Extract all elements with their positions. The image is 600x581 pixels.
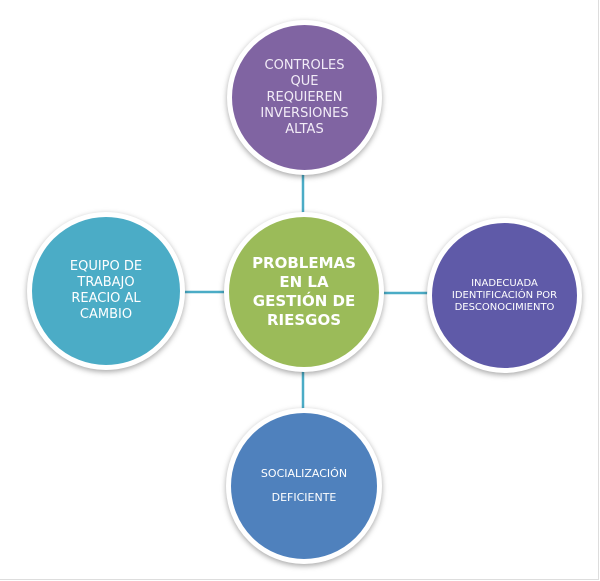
right-label: INADECUADA IDENTIFICACIÓN POR DESCONOCIM… xyxy=(451,277,558,313)
center-label: PROBLEMAS EN LA GESTIÓN DE RIESGOS xyxy=(252,254,356,329)
top-label: CONTROLES QUE REQUIEREN INVERSIONES ALTA… xyxy=(260,57,349,137)
bottom-label: SOCIALIZACIÓN DEFICIENTE xyxy=(260,467,348,504)
bottom-node: SOCIALIZACIÓN DEFICIENTE xyxy=(226,408,382,564)
top-node: CONTROLES QUE REQUIEREN INVERSIONES ALTA… xyxy=(227,20,382,175)
center-node: PROBLEMAS EN LA GESTIÓN DE RIESGOS xyxy=(224,212,384,372)
left-label: EQUIPO DE TRABAJO REACIO AL CAMBIO xyxy=(69,259,143,322)
right-node: INADECUADA IDENTIFICACIÓN POR DESCONOCIM… xyxy=(427,218,582,373)
left-node: EQUIPO DE TRABAJO REACIO AL CAMBIO xyxy=(27,212,185,370)
